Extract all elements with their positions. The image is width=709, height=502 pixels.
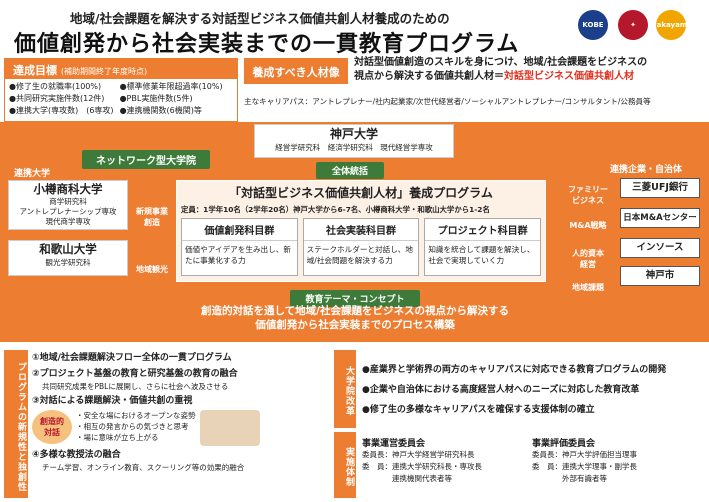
kobe-box: 神戸大学 経営学研究科 経済学研究科 現代経営学専攻 (254, 124, 454, 158)
novelty-item: ④多様な教授法の融合 (32, 450, 121, 460)
arrow-tourism: 地域観光 (136, 265, 168, 274)
wakayama-box: 和歌山大学 観光学研究科 (8, 240, 128, 276)
talent-desc: 対話型価値創造のスキルを身につけ、地域/社会課題をビジネスの 視点から解決する価… (354, 56, 704, 84)
header-subtitle: 地域/社会課題を解決する対話型ビジネス価値共創人材養成のための (70, 11, 450, 26)
goals-label: 達成目標 (13, 64, 57, 77)
novelty-panel: ①地域/社会課題解決フロー全体の一貫プログラム ②プロジェクト基盤の教育と研究基… (32, 352, 322, 498)
talent-line1: 対話型価値創造のスキルを身につけ、地域/社会課題をビジネスの (354, 57, 648, 68)
committee-line: 委員長：神戸大学経営学研究科長 (362, 450, 475, 459)
goals-panel: 達成目標 (補助期間終了年度時点) ●修了生の就職率(100%) ●共同研究実施… (4, 58, 238, 122)
talent-highlight: 対話型ビジネス価値共創人材 (504, 71, 634, 82)
wakayama-title: 和歌山大学 (39, 242, 97, 256)
course-group-3: プロジェクト科目群 知識を統合して課題を解決し、社会で実現していく力 (424, 218, 542, 276)
dialogue-points: ・安全な場におけるオープンな姿勢 ・相互の発言からの気づきと思考 ・場に意味が立… (76, 410, 196, 446)
course-group-title: プロジェクト科目群 (425, 219, 541, 241)
committee-line: 委員長：神戸大学評価担当理事 (532, 450, 637, 459)
dialogue-point: ・相互の発言からの気づきと思考 (76, 422, 189, 431)
otaru-sub: アントレプレナーシップ専攻 (19, 207, 117, 216)
wakayama-sub: 観光学研究科 (45, 258, 91, 267)
career-path: 主なキャリアパス：アントレプレナー/社内起業家/次世代経営者/ソーシャルアントレ… (244, 97, 651, 106)
course-group-desc: 価値やアイデアを生み出し、新たに事業化する力 (185, 245, 291, 265)
theme-line1: 創造的対話を通して地域/社会課題をビジネスの視点から解決する (200, 305, 510, 317)
novelty-item: ①地域/社会課題解決フロー全体の一貫プログラム (32, 353, 232, 363)
course-group-2: 社会実装科目群 ステークホルダーと対話し、地域/社会問題を解決する力 (302, 218, 420, 276)
course-group-1: 価値創発科目群 価値やアイデアを生み出し、新たに事業化する力 (181, 218, 298, 276)
partner-company-label: 連携企業・自治体 (610, 165, 683, 175)
committee-title: 事業運営委員会 (362, 439, 426, 449)
program-box: 「対話型ビジネス価値共創人材」養成プログラム 定員：1学年10名（2学年20名）… (176, 180, 546, 282)
committee-line: 委 員：連携大学理事・副学長 (532, 462, 637, 471)
goals-header: 達成目標 (補助期間終了年度時点) (5, 59, 237, 79)
talent-label: 養成すべき人材像 (244, 58, 348, 84)
otaru-logo-icon: ✦ (618, 10, 648, 40)
course-group-title: 価値創発科目群 (182, 219, 297, 241)
reform-item: ●企業や自治体における高度経営人材へのニーズに対応した教育改革 (362, 385, 640, 395)
reform-item: ●産業界と学術界の両方のキャリアパスに対応できる教育プログラムの開発 (362, 365, 667, 375)
course-group-desc: ステークホルダーと対話し、地域/社会問題を解決する力 (306, 245, 413, 265)
otaru-sub: 商学研究科 (49, 197, 87, 206)
overall-label: 全体統括 (316, 162, 384, 179)
novelty-item: ②プロジェクト基盤の教育と研究基盤の教育の融合 (32, 369, 238, 379)
reform-side-label: 大学院改革 (334, 350, 356, 428)
committee-ops: 事業運営委員会 委員長：神戸大学経営学研究科長 委 員：連携大学研究科長・専攻長… (362, 436, 522, 485)
arrow-ma: M&A戦略 (569, 221, 607, 230)
committee-eval: 事業評価委員会 委員長：神戸大学評価担当理事 委 員：連携大学理事・副学長 外部… (532, 436, 702, 485)
goal-item: ●標準修業年限超過率(10%) (119, 82, 223, 91)
kobe-title: 神戸大学 (329, 127, 378, 141)
company-kobe-city: 神戸市 (620, 266, 700, 286)
goal-item: ●連携機関数(6機関)等 (119, 106, 202, 115)
arrow-family-business: ファミリー ビジネス (568, 185, 608, 205)
theme-line2: 価値創発から社会実装までのプロセス構築 (255, 319, 455, 331)
reform-item: ●修了生の多様なキャリアパスを確保する支援体制の確立 (362, 405, 595, 415)
arrow-regional: 地域課題 (572, 283, 604, 292)
company-nihon-ma: 日本M&Aセンター (620, 208, 700, 228)
program-title: 「対話型ビジネス価値共創人材」養成プログラム (229, 186, 493, 200)
theme-label: 教育テーマ・コンセプト (290, 290, 420, 307)
otaru-sub: 現代商学専攻 (45, 217, 91, 226)
goals-note: (補助期間終了年度時点) (60, 67, 148, 76)
committee-line: 委 員：連携大学研究科長・専攻長 (362, 462, 482, 471)
novelty-side-label: プログラムの新規性と独創性 (4, 350, 28, 498)
goal-item: ●PBL実施件数(5件) (119, 94, 193, 103)
theme-text: 創造的対話を通して地域/社会課題をビジネスの視点から解決する 価値創発から社会実… (120, 304, 590, 332)
dialogue-bubble: 創造的 対話 (32, 410, 72, 444)
otaru-box: 小樽商科大学 商学研究科 アントレプレナーシップ専攻 現代商学専攻 (8, 180, 128, 230)
network-label: ネットワーク型大学院 (82, 150, 210, 169)
committee-line: 外部有識者等 (532, 474, 607, 483)
goals-right-list: ●標準修業年限超過率(10%) ●PBL実施件数(5件) ●連携機関数(6機関)… (120, 81, 223, 117)
arrow-new-business: 新規事業 創造 (136, 207, 168, 227)
meeting-illustration-icon (199, 410, 260, 446)
partner-univ-label: 連携大学 (14, 169, 51, 179)
novelty-sub: 共同研究成果をPBLに展開し、さらに社会へ波及させる (42, 382, 229, 391)
arrow-human-capital: 人的資本 経営 (572, 249, 604, 269)
committee-line: 連携機関代表者等 (362, 474, 452, 483)
kobe-sub: 経営学研究科 経済学研究科 現代経営学専攻 (275, 143, 433, 152)
goal-item: ●修了生の就職率(100%) (9, 82, 102, 91)
capacity: 定員：1学年10名（2学年20名）神戸大学から6-7名、小樽商科大学・和歌山大学… (181, 205, 490, 214)
novelty-sub: チーム学習、オンライン教育、スクーリング等の効果的融合 (42, 463, 245, 472)
committee-title: 事業評価委員会 (532, 439, 596, 449)
structure-side-label: 実施体制 (334, 432, 356, 498)
company-mufg: 三菱UFJ銀行 (620, 178, 700, 198)
goal-item: ●連携大学(専攻数) (6専攻) (9, 106, 114, 115)
kobe-logo: KOBE (578, 10, 608, 40)
talent-line2a: 視点から解決する価値共創人材＝ (354, 71, 504, 82)
wakayama-logo: wakayama (650, 10, 692, 40)
reform-list: ●産業界と学術界の両方のキャリアパスに対応できる教育プログラムの開発 ●企業や自… (362, 360, 704, 420)
page-title: 価値創発から社会実装までの一貫教育プログラム (14, 32, 520, 57)
otaru-title: 小樽商科大学 (33, 182, 103, 196)
dialogue-point: ・場に意味が立ち上がる (76, 433, 159, 442)
novelty-item: ③対話による課題解決・価値共創の重視 (32, 396, 193, 406)
goal-item: ●共同研究実施件数(12件) (9, 94, 105, 103)
company-insource: インソース (620, 238, 700, 258)
course-group-title: 社会実装科目群 (303, 219, 419, 241)
course-group-desc: 知識を統合して課題を解決し、社会で実現していく力 (428, 245, 535, 265)
dialogue-point: ・安全な場におけるオープンな姿勢 (76, 411, 196, 420)
goals-left-list: ●修了生の就職率(100%) ●共同研究実施件数(12件) ●連携大学(専攻数)… (9, 81, 114, 117)
